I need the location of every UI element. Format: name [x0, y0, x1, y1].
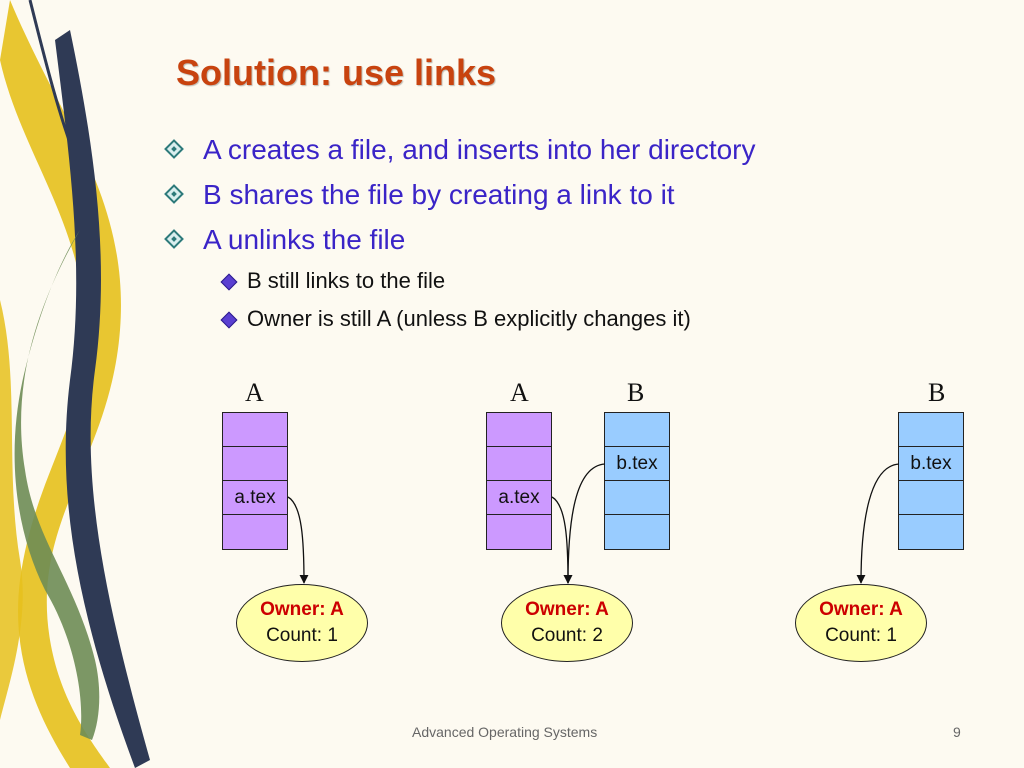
- link-arrow: [551, 496, 573, 584]
- sub-bullet-text: B still links to the file: [247, 268, 446, 293]
- inode-ellipse: Owner: A Count: 1: [795, 584, 927, 662]
- directory-entry: [899, 481, 963, 515]
- directory-entry: [605, 413, 669, 447]
- link-arrow: [856, 463, 900, 584]
- sub-bullet-item: B still links to the file: [165, 265, 985, 303]
- sub-bullet-item: Owner is still A (unless B explicitly ch…: [165, 303, 985, 341]
- inode-owner: Owner: A: [819, 599, 903, 620]
- directory-label-b: B: [627, 378, 645, 407]
- directory-a: a.tex: [222, 412, 288, 550]
- inode-ellipse: Owner: A Count: 2: [501, 584, 633, 662]
- directory-entry: [605, 515, 669, 549]
- directory-label-a: A: [245, 378, 264, 407]
- decorative-brush-strokes: [0, 0, 150, 768]
- directory-entry: b.tex: [605, 447, 669, 481]
- bullet-text: B shares the file by creating a link to …: [203, 179, 675, 210]
- diamond-sub-bullet-icon: [220, 311, 238, 329]
- page-number: 9: [953, 724, 961, 740]
- inode-owner: Owner: A: [260, 599, 344, 620]
- directory-entry: [487, 515, 551, 549]
- inode-count: Count: 2: [531, 625, 603, 646]
- link-arrow: [287, 496, 309, 584]
- inode-count: Count: 1: [825, 625, 897, 646]
- diamond-sub-bullet-icon: [220, 273, 238, 291]
- directory-entry: [487, 447, 551, 481]
- directory-entry: [223, 515, 287, 549]
- directory-entry: [605, 481, 669, 515]
- bullet-text: A unlinks the file: [203, 224, 406, 255]
- diamond-bullet-icon: [164, 229, 184, 249]
- bullet-item: B shares the file by creating a link to …: [164, 175, 985, 220]
- directory-entry: b.tex: [899, 447, 963, 481]
- diamond-bullet-icon: [164, 184, 184, 204]
- bullet-item: A creates a file, and inserts into her d…: [164, 130, 985, 175]
- directory-entry: a.tex: [223, 481, 287, 515]
- bullet-text: A creates a file, and inserts into her d…: [203, 134, 756, 165]
- directory-b: b.tex: [604, 412, 670, 550]
- inode-count: Count: 1: [266, 625, 338, 646]
- inode-ellipse: Owner: A Count: 1: [236, 584, 368, 662]
- directory-entry: [899, 413, 963, 447]
- directory-entry: a.tex: [487, 481, 551, 515]
- sub-bullet-text: Owner is still A (unless B explicitly ch…: [247, 306, 691, 331]
- bullet-item: A unlinks the file: [164, 220, 985, 265]
- bullet-list: A creates a file, and inserts into her d…: [164, 130, 985, 341]
- directory-entry: [223, 413, 287, 447]
- directory-entry: [487, 413, 551, 447]
- directory-a: a.tex: [486, 412, 552, 550]
- directory-entry: [223, 447, 287, 481]
- directory-label-a: A: [510, 378, 529, 407]
- directory-b: b.tex: [898, 412, 964, 550]
- link-arrow: [563, 463, 606, 584]
- inode-owner: Owner: A: [525, 599, 609, 620]
- directory-label-b: B: [928, 378, 946, 407]
- slide-title: Solution: use links: [176, 52, 497, 93]
- footer-text: Advanced Operating Systems: [412, 724, 598, 740]
- diamond-bullet-icon: [164, 139, 184, 159]
- directory-entry: [899, 515, 963, 549]
